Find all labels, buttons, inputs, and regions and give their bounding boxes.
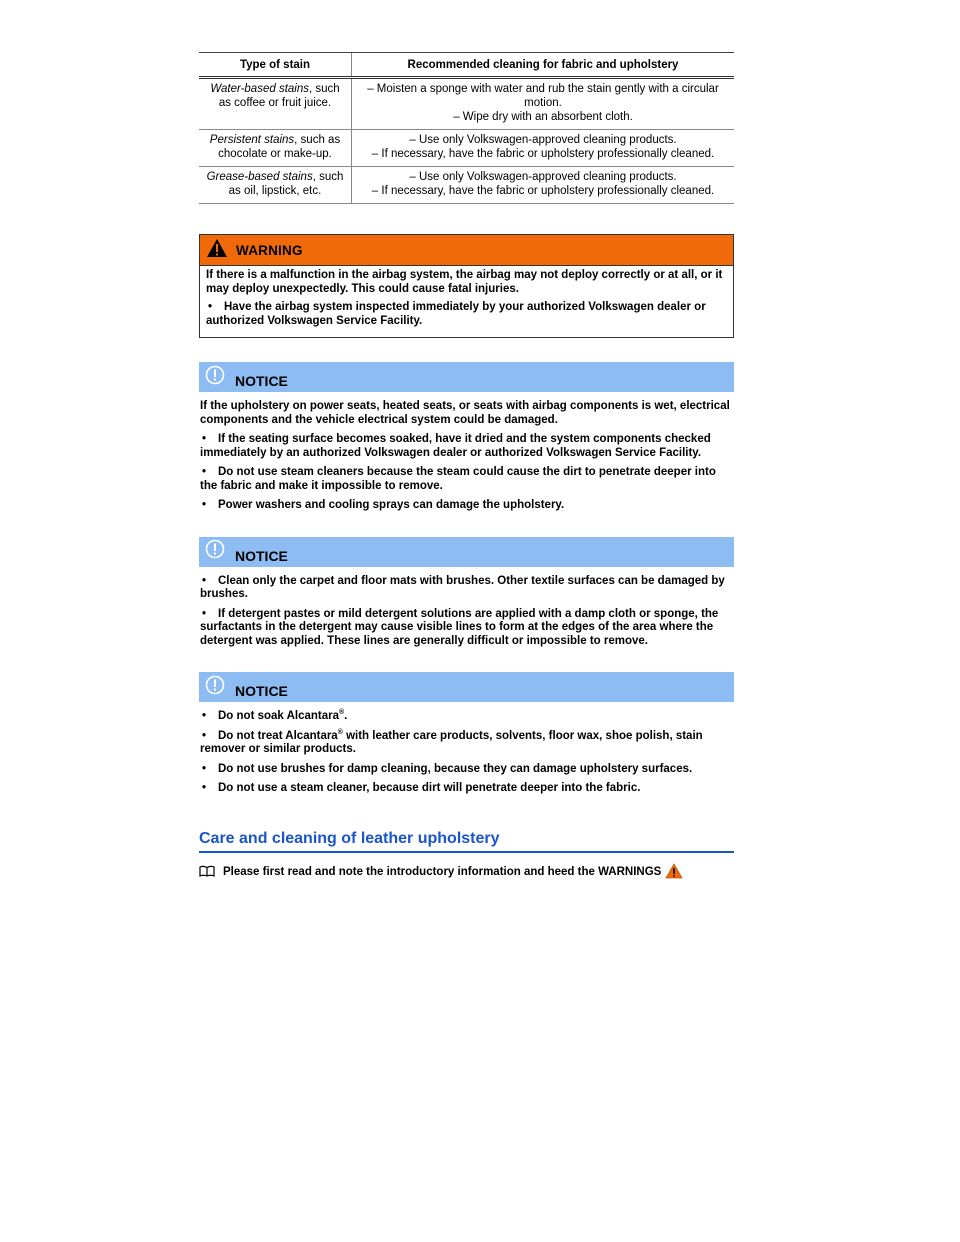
cleaning-step: – Wipe dry with an absorbent cloth. <box>453 111 633 123</box>
table-row: Persistent stains, such as chocolate or … <box>199 129 734 167</box>
registered-mark: ® <box>339 709 345 717</box>
stain-type-cell: Water-based stains, such as coffee or fr… <box>199 77 352 130</box>
notice-bullet: • Do not use brushes for damp cleaning, b… <box>200 763 732 777</box>
warning-header: WARNING <box>200 235 733 266</box>
stain-type-cell: Grease-based stains, such as oil, lipsti… <box>199 166 352 204</box>
notice-box: NOTICE •Clean only the carpet and floor … <box>199 536 734 649</box>
stain-type-desc: , such as chocolate or make-up. <box>218 134 341 160</box>
table-header-row: Type of stain Recommended cleaning for f… <box>199 52 734 79</box>
cleaning-step: – Moisten a sponge with water and rub th… <box>367 83 719 109</box>
bullet-icon: • <box>202 782 207 794</box>
notice-label: NOTICE <box>235 547 288 564</box>
notice-box: NOTICE •Do not soak Alcantara®. •Do not … <box>199 672 734 796</box>
notice-bullet: • Do not use a steam cleaner, because dir… <box>200 782 732 796</box>
registered-mark: ® <box>337 728 343 736</box>
notice-box: NOTICE If the upholstery on power seats,… <box>199 362 734 513</box>
notice-bullet-text: Clean only the carpet and floor mats wit… <box>200 574 725 601</box>
notice-body: If the upholstery on power seats, heated… <box>199 392 734 513</box>
intro-text: Please first read and note the introduct… <box>223 866 662 878</box>
notice-header: NOTICE <box>199 536 734 567</box>
notice-bullet: •If detergent pastes or mild detergent s… <box>200 608 732 649</box>
notice-bullet-text: Do not treat Alcantara <box>218 729 338 742</box>
stain-type-desc: , such as coffee or fruit juice. <box>218 83 340 109</box>
bullet-icon: • <box>202 466 207 478</box>
warning-label: WARNING <box>236 242 303 258</box>
notice-text: If the upholstery on power seats, heated… <box>200 400 730 426</box>
bullet-icon: • <box>202 499 207 511</box>
warning-bullet-text: Have the airbag system inspected immedia… <box>206 301 706 327</box>
exclamation-circle-icon <box>205 539 225 564</box>
notice-bullet: • Do not soak Alcantara®. <box>200 709 732 724</box>
warning-box: WARNING If there is a malfunction in the… <box>199 234 734 338</box>
notice-bullet-text: . <box>344 710 348 722</box>
notice-bullet: • Do not treat Alcantara® with leather ca… <box>200 728 732 757</box>
notice-bullet-text: Do not use brushes for damp cleaning, be… <box>218 762 693 775</box>
column-header-type: Type of stain <box>199 52 352 79</box>
stain-type-name: Persistent stains <box>209 134 295 146</box>
notice-bullet: •Do not use steam cleaners because the s… <box>200 466 732 493</box>
notice-bullet: • Power washers and cooling sprays can da… <box>200 499 732 513</box>
notice-bullet-text: Do not use a steam cleaner, because dirt… <box>218 782 641 794</box>
warning-triangle-icon <box>665 862 684 882</box>
stain-type-desc: , such as oil, lipstick, etc. <box>228 171 344 197</box>
bullet-icon: • <box>202 729 207 742</box>
stain-cleaning-table: Type of stain Recommended cleaning for f… <box>199 52 734 204</box>
cleaning-step: – Use only Volkswagen-approved cleaning … <box>409 171 677 183</box>
cleaning-cell: – Moisten a sponge with water and rub th… <box>351 77 734 130</box>
notice-header: NOTICE <box>199 362 734 392</box>
notice-header: NOTICE <box>199 672 734 702</box>
notice-bullet-text: If the seating surface becomes soaked, h… <box>200 433 711 459</box>
bullet-icon: • <box>202 574 207 587</box>
manual-page: Type of stain Recommended cleaning for f… <box>199 52 734 882</box>
table-row: Water-based stains, such as coffee or fr… <box>199 77 734 130</box>
open-book-icon <box>199 865 215 880</box>
exclamation-circle-icon <box>205 365 225 390</box>
warning-bullet: •Have the airbag system inspected immedi… <box>206 301 727 328</box>
bullet-icon: • <box>202 433 207 445</box>
notice-bullet-text: Do not use steam cleaners because the st… <box>200 466 716 492</box>
stain-type-cell: Persistent stains, such as chocolate or … <box>199 129 352 167</box>
cleaning-step: – If necessary, have the fabric or uphol… <box>371 185 715 197</box>
bullet-icon: • <box>202 607 207 620</box>
notice-body: •Clean only the carpet and floor mats wi… <box>199 567 734 649</box>
bullet-icon: • <box>208 301 213 313</box>
stain-type-name: Grease-based stains <box>206 171 313 183</box>
notice-bullet-text: If detergent pastes or mild detergent so… <box>200 607 719 647</box>
cleaning-cell: – Use only Volkswagen-approved cleaning … <box>351 129 734 167</box>
notice-label: NOTICE <box>235 683 288 699</box>
stain-type-name: Water-based stains <box>210 83 309 95</box>
notice-bullet: •Clean only the carpet and floor mats wi… <box>200 575 732 602</box>
cleaning-cell: – Use only Volkswagen-approved cleaning … <box>351 166 734 204</box>
table-row: Grease-based stains, such as oil, lipsti… <box>199 166 734 204</box>
cleaning-step: – If necessary, have the fabric or uphol… <box>371 148 715 160</box>
intro-line: Please first read and note the introduct… <box>199 862 734 882</box>
bullet-icon: • <box>202 710 207 722</box>
notice-bullet: •If the seating surface becomes soaked, … <box>200 433 732 460</box>
notice-bullet-text: with leather care products, solvents, fl… <box>200 729 703 756</box>
exclamation-circle-icon <box>205 675 225 700</box>
cleaning-step: – Use only Volkswagen-approved cleaning … <box>409 134 677 146</box>
warning-triangle-icon <box>206 238 228 263</box>
warning-text: If there is a malfunction in the airbag … <box>206 269 723 295</box>
notice-bullet-text: Do not soak Alcantara <box>218 710 339 722</box>
notice-bullet-text: Power washers and cooling sprays can dam… <box>218 499 565 511</box>
column-header-cleaning: Recommended cleaning for fabric and upho… <box>351 52 734 79</box>
notice-body: •Do not soak Alcantara®. •Do not treat A… <box>199 702 734 796</box>
notice-label: NOTICE <box>235 373 288 389</box>
bullet-icon: • <box>202 762 207 775</box>
warning-body: If there is a malfunction in the airbag … <box>200 266 733 337</box>
section-heading: Care and cleaning of leather upholstery <box>199 830 734 853</box>
